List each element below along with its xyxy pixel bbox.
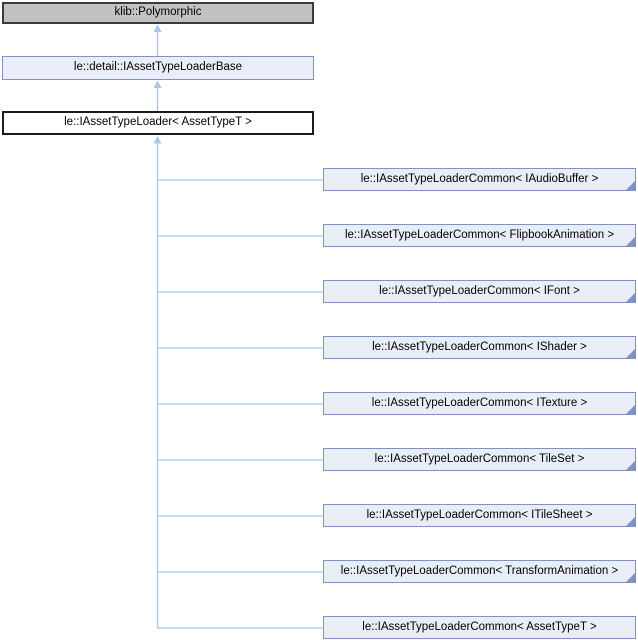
node-common-itilesheet[interactable]: le::IAssetTypeLoaderCommon< ITileSheet >	[323, 504, 636, 527]
node-common-ifont[interactable]: le::IAssetTypeLoaderCommon< IFont >	[323, 280, 636, 303]
fold-corner-icon	[626, 237, 635, 246]
node-common-flipbookanimation[interactable]: le::IAssetTypeLoaderCommon< FlipbookAnim…	[323, 224, 636, 247]
node-iassettypeloader: le::IAssetTypeLoader< AssetTypeT >	[2, 111, 314, 135]
node-label: le::IAssetTypeLoaderCommon< IFont >	[379, 284, 580, 297]
fold-corner-icon	[626, 461, 635, 470]
node-label: le::IAssetTypeLoaderCommon< ITileSheet >	[366, 508, 593, 521]
node-label: le::IAssetTypeLoaderCommon< FlipbookAnim…	[344, 228, 615, 241]
fold-corner-icon	[626, 573, 635, 582]
node-klib-polymorphic: klib::Polymorphic	[2, 2, 314, 24]
node-iassettypeloaderbase[interactable]: le::detail::IAssetTypeLoaderBase	[2, 56, 314, 80]
node-common-assettypet[interactable]: le::IAssetTypeLoaderCommon< AssetTypeT >	[323, 616, 636, 639]
node-label: le::detail::IAssetTypeLoaderBase	[73, 61, 243, 74]
node-label: le::IAssetTypeLoaderCommon< IShader >	[372, 340, 587, 353]
node-label: le::IAssetTypeLoaderCommon< TileSet >	[374, 452, 585, 465]
node-common-itexture[interactable]: le::IAssetTypeLoaderCommon< ITexture >	[323, 392, 636, 415]
node-label: le::IAssetTypeLoaderCommon< TransformAni…	[340, 564, 619, 577]
node-common-transformanimation[interactable]: le::IAssetTypeLoaderCommon< TransformAni…	[323, 560, 636, 583]
fold-corner-icon	[626, 517, 635, 526]
fold-corner-icon	[626, 181, 635, 190]
node-common-iaudiobuffer[interactable]: le::IAssetTypeLoaderCommon< IAudioBuffer…	[323, 168, 636, 191]
node-label: le::IAssetTypeLoaderCommon< ITexture >	[371, 396, 588, 409]
node-label: le::IAssetTypeLoaderCommon< AssetTypeT >	[362, 620, 597, 633]
fold-corner-icon	[626, 349, 635, 358]
node-common-tileset[interactable]: le::IAssetTypeLoaderCommon< TileSet >	[323, 448, 636, 471]
node-label: le::IAssetTypeLoaderCommon< IAudioBuffer…	[360, 172, 599, 185]
node-label: klib::Polymorphic	[114, 6, 202, 19]
node-label: le::IAssetTypeLoader< AssetTypeT >	[64, 116, 252, 129]
fold-corner-icon	[626, 405, 635, 414]
fold-corner-icon	[626, 293, 635, 302]
node-common-ishader[interactable]: le::IAssetTypeLoaderCommon< IShader >	[323, 336, 636, 359]
